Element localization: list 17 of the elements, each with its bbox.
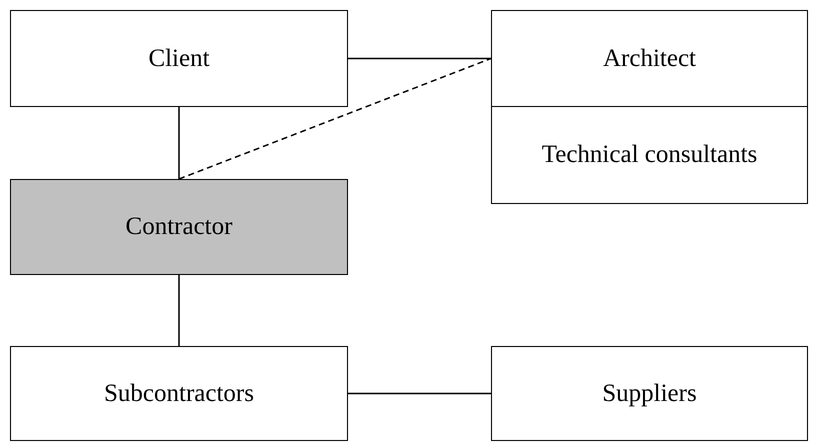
box-label: Architect — [602, 44, 696, 72]
process-box — [491, 106, 808, 204]
box-label: Client — [148, 44, 210, 72]
box-label: Contractor — [126, 213, 232, 241]
box-label: Suppliers — [602, 380, 697, 408]
process-box — [491, 346, 808, 441]
connector-line — [178, 107, 180, 179]
dashed-connector — [178, 58, 492, 180]
connector-line — [348, 58, 491, 60]
process-box — [10, 10, 348, 107]
highlighted-box — [10, 179, 348, 275]
box-label: Technical consultants — [542, 141, 758, 169]
box-label: Subcontractors — [104, 380, 254, 408]
process-box — [10, 346, 348, 441]
connector-line — [178, 275, 180, 346]
connector-line — [348, 392, 491, 394]
process-box — [491, 10, 808, 107]
